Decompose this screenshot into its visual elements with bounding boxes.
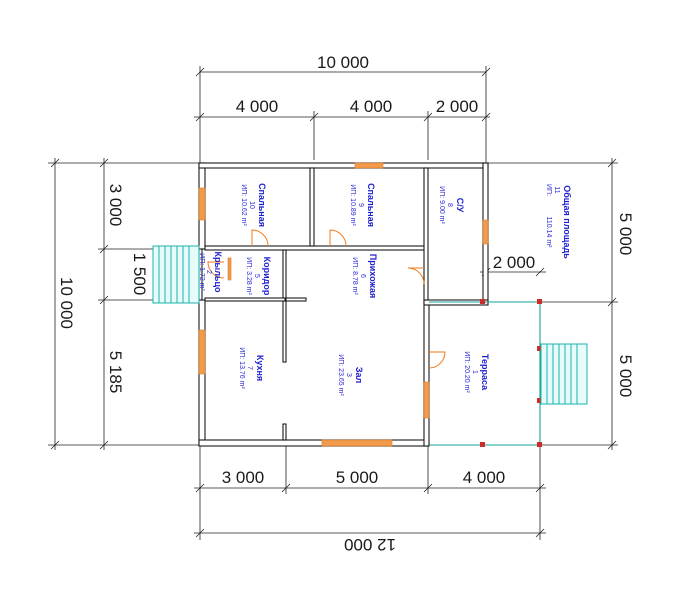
room-number: 3 (345, 373, 352, 377)
dim-left-3: 5 185 (106, 351, 125, 394)
dim-terrace-offset: 2 000 (493, 253, 536, 272)
dim-top-3: 2 000 (436, 97, 479, 116)
room-number: 5 (253, 274, 260, 278)
room-area: ИП: 3.28 m² (245, 257, 252, 295)
room-name: Кухня (255, 355, 265, 381)
room-name: Общая площадь (562, 185, 572, 259)
terrace-stairs (540, 343, 588, 405)
room-number: 6 (359, 274, 366, 278)
room-name: Спальная (257, 183, 267, 227)
room-label-terrace: Терраса 1 ИП: 20.20 m² (463, 351, 490, 393)
label-total-area: Общая площадь 11 ИП: 110.14 m² (545, 184, 572, 259)
room-area: ИП: 20.20 m² (463, 351, 470, 393)
dim-top-2: 4 000 (350, 97, 393, 116)
dim-top-1: 4 000 (236, 97, 279, 116)
porch-stairs (152, 245, 200, 304)
room-name: Спальная (366, 183, 376, 227)
room-number: 1 (471, 370, 478, 374)
dim-left-1: 3 000 (106, 184, 125, 227)
room-area: ИП: 8.78 m² (351, 257, 358, 295)
room-label-hall: Прихожая 6 ИП: 8.78 m² (351, 254, 378, 298)
room-number: 11 (553, 186, 560, 193)
room-label-porch: Крыльцо 2 ИП: 1.72 m² (198, 252, 223, 293)
terrace-outline (429, 299, 542, 447)
room-label-bedroom-9: Спальная 9 ИП: 10.89 m² (349, 183, 376, 227)
dim-bottom-3: 4 000 (463, 468, 506, 487)
room-area: ИП: 9.00 m² (438, 186, 445, 224)
room-number: 2 (205, 270, 212, 274)
room-area: ИП: 10.89 m² (349, 184, 356, 226)
dim-left-total: 10 000 (57, 277, 76, 329)
room-name: Коридор (262, 257, 272, 296)
dimension-lines (48, 66, 618, 540)
room-label-bedroom-10: Спальная 10 ИП: 10.62 m² (240, 183, 267, 227)
dim-right-1: 5 000 (616, 213, 635, 256)
room-area: ИП: 10.62 m² (240, 184, 247, 226)
room-number: 8 (446, 203, 453, 207)
dim-bottom-2: 5 000 (336, 468, 379, 487)
dim-bottom-1: 3 000 (222, 468, 265, 487)
doors (207, 229, 446, 369)
room-name: Прихожая (368, 254, 378, 298)
room-area: ИП: (545, 184, 552, 196)
room-label-living: Зал 3 ИП: 23.65 m² (337, 354, 364, 396)
room-name: С/У (455, 198, 465, 213)
room-area: ИП: 23.65 m² (337, 354, 344, 396)
room-area-value: 110.14 m² (545, 217, 552, 249)
windows (198, 162, 489, 447)
dim-top-total: 10 000 (317, 53, 369, 72)
room-name: Терраса (480, 354, 490, 391)
room-label-bathroom: С/У 8 ИП: 9.00 m² (438, 186, 465, 224)
room-label-corridor: Коридор 5 ИП: 3.28 m² (245, 257, 272, 296)
room-number: 9 (357, 203, 364, 207)
dim-right-2: 5 000 (616, 355, 635, 398)
room-area: ИП: 13.76 m² (238, 347, 245, 389)
dim-bottom-total: 12 000 (344, 535, 396, 554)
room-number: 10 (248, 201, 255, 209)
room-name: Зал (354, 367, 364, 384)
room-label-kitchen: Кухня 7 ИП: 13.76 m² (238, 347, 265, 389)
room-number: 7 (246, 366, 253, 370)
dimension-labels: 10 000 4 000 4 000 2 000 3 000 5 000 4 0… (57, 53, 635, 554)
dim-left-2: 1 500 (130, 253, 149, 296)
room-name: Крыльцо (213, 252, 223, 293)
room-area: ИП: 1.72 m² (198, 253, 205, 291)
